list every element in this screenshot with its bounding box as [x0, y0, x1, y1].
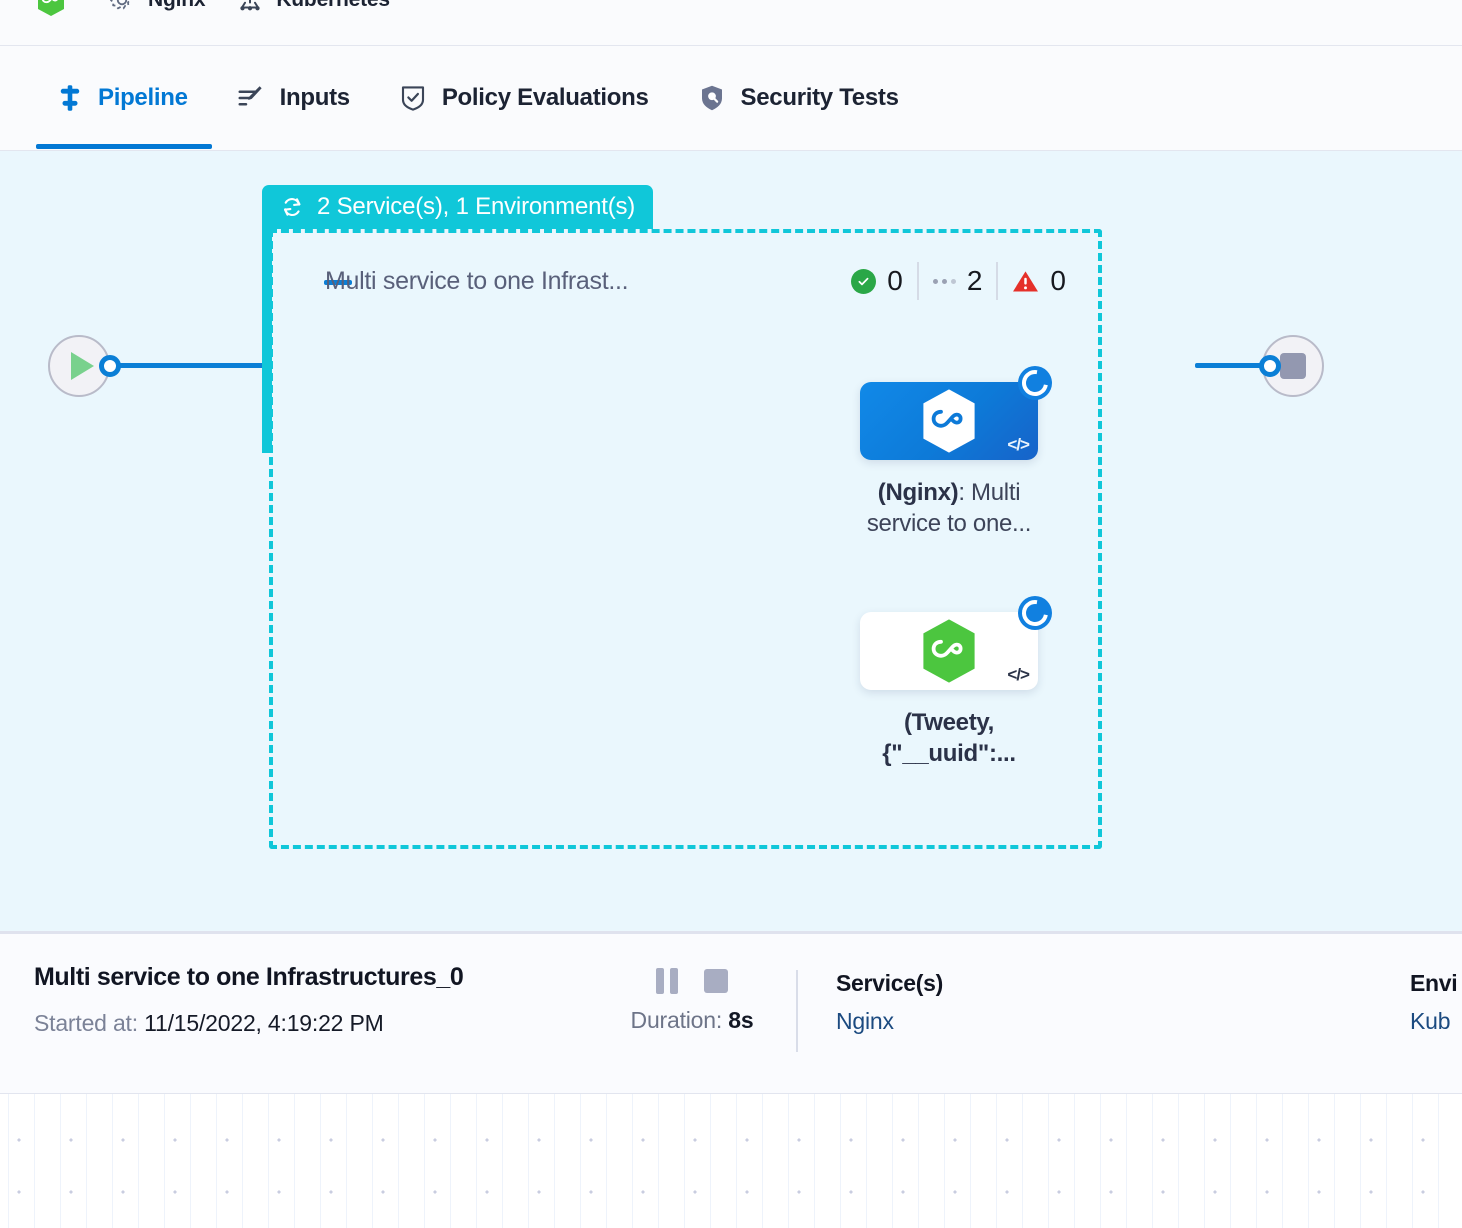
failed-count-value: 0: [1050, 265, 1066, 296]
tab-policy-evaluations[interactable]: Policy Evaluations: [374, 46, 673, 149]
vertical-separator: [796, 970, 798, 1052]
code-icon: </>: [1007, 665, 1030, 684]
dotted-grid-canvas[interactable]: [0, 1094, 1462, 1228]
node-label-bold: (Tweety, {"__uuid":...: [882, 709, 1016, 767]
tabbar-divider: [0, 150, 1462, 151]
tab-label-policy-evaluations: Policy Evaluations: [441, 83, 649, 111]
tab-bar: Pipeline Inputs Policy Evaluations: [0, 46, 1462, 151]
success-count-value: 0: [887, 265, 903, 296]
started-at-label: Started at:: [34, 1010, 138, 1036]
gear-icon: [110, 0, 132, 10]
panel-divider: [0, 931, 1462, 934]
breadcrumb-item-harness[interactable]: [36, 0, 77, 17]
breadcrumb-label-nginx: Nginx: [148, 0, 206, 12]
start-connector-dot[interactable]: [99, 355, 121, 377]
tab-label-pipeline: Pipeline: [98, 83, 188, 111]
node-card[interactable]: </>: [860, 366, 1052, 460]
stage-group-header-label: 2 Service(s), 1 Environment(s): [317, 193, 636, 220]
tab-security-tests[interactable]: Security Tests: [673, 46, 923, 149]
code-icon: </>: [1007, 435, 1030, 454]
node-label: (Nginx): Multi service to one...: [860, 478, 1038, 539]
page-title: Multi service to one Infrastructures_0: [34, 963, 464, 991]
execution-detail-panel: Multi service to one Infrastructures_0 S…: [0, 934, 1462, 1094]
started-at-row: Started at: 11/15/2022, 4:19:22 PM: [34, 1010, 384, 1037]
running-spinner-icon: [1018, 596, 1052, 630]
environments-value[interactable]: Kub: [1410, 1008, 1451, 1034]
pipeline-node-tweety[interactable]: </> (Tweety, {"__uuid":...: [860, 596, 1052, 769]
stage-group-title-row: Multi service to one Infrast... 0 2: [269, 260, 1102, 302]
breadcrumb-label-kubernetes: Kubernetes: [276, 0, 390, 12]
end-connector-dot[interactable]: [1259, 355, 1281, 377]
play-icon: [71, 352, 94, 380]
warning-triangle-icon: [1013, 270, 1039, 291]
services-header: Service(s): [836, 970, 943, 996]
security-shield-icon: [701, 85, 722, 110]
environments-column: Envi Kub: [1410, 970, 1458, 1035]
tab-label-inputs: Inputs: [279, 83, 351, 111]
running-spinner-icon: [1018, 366, 1052, 400]
connector-line-start: [106, 363, 271, 368]
tab-label-security-tests: Security Tests: [740, 83, 899, 111]
service-hexagon-icon: [923, 619, 975, 683]
tab-pipeline[interactable]: Pipeline: [36, 46, 212, 149]
breadcrumb: Nginx Kubernetes: [0, 0, 1462, 46]
kubernetes-icon: [240, 0, 260, 11]
stage-group-header[interactable]: 2 Service(s), 1 Environment(s): [262, 185, 654, 229]
status-count-failed: 0: [996, 262, 1080, 300]
services-value[interactable]: Nginx: [836, 1008, 894, 1034]
stage-group-side-bar: [262, 229, 272, 453]
harness-hexagon-icon: [38, 0, 64, 16]
status-counts: 0 2 0: [837, 262, 1080, 300]
stage-group-body: [269, 229, 1102, 849]
environments-header: Envi: [1410, 970, 1458, 996]
collapse-dash-icon[interactable]: [324, 280, 352, 285]
started-at-value: 11/15/2022, 4:19:22 PM: [144, 1010, 384, 1036]
stage-group: 2 Service(s), 1 Environment(s) Multi ser…: [262, 185, 1102, 857]
tab-inputs[interactable]: Inputs: [212, 46, 374, 149]
end-node[interactable]: [1262, 335, 1324, 397]
stop-icon: [1280, 353, 1306, 379]
pipeline-icon: [60, 84, 80, 111]
connector-line-end: [1195, 363, 1280, 368]
breadcrumb-item-kubernetes[interactable]: Kubernetes: [235, 0, 390, 15]
loop-repeat-icon: [283, 198, 301, 216]
pipeline-canvas[interactable]: 2 Service(s), 1 Environment(s) Multi ser…: [0, 151, 1462, 932]
topstrip-divider: [0, 45, 1462, 46]
duration-value: 8s: [728, 1007, 754, 1033]
policy-shield-check-icon: [401, 85, 424, 111]
status-count-running: 2: [916, 262, 997, 300]
duration-block: Duration: 8s: [617, 966, 767, 1034]
pause-icon[interactable]: [656, 968, 678, 994]
node-label-bold: (Nginx): [877, 479, 959, 506]
duration-label: Duration:: [630, 1007, 723, 1033]
service-hexagon-icon: [923, 389, 975, 453]
pipeline-node-nginx[interactable]: </> (Nginx): Multi service to one...: [860, 366, 1052, 539]
stop-icon[interactable]: [704, 969, 728, 993]
services-column: Service(s) Nginx: [836, 970, 943, 1035]
duration-text: Duration: 8s: [617, 1007, 767, 1034]
running-count-value: 2: [966, 265, 983, 296]
node-card[interactable]: </>: [860, 596, 1052, 690]
node-label: (Tweety, {"__uuid":...: [860, 708, 1038, 769]
node-label-rest: : Multi service to one...: [866, 479, 1032, 537]
inputs-icon: [238, 85, 262, 105]
start-node[interactable]: [48, 335, 110, 397]
breadcrumb-item-nginx[interactable]: Nginx: [107, 0, 206, 15]
stage-group-title: Multi service to one Infrast...: [325, 266, 629, 295]
status-count-success: 0: [837, 262, 917, 300]
running-dots-icon: [932, 278, 956, 284]
success-check-icon: [851, 268, 877, 294]
